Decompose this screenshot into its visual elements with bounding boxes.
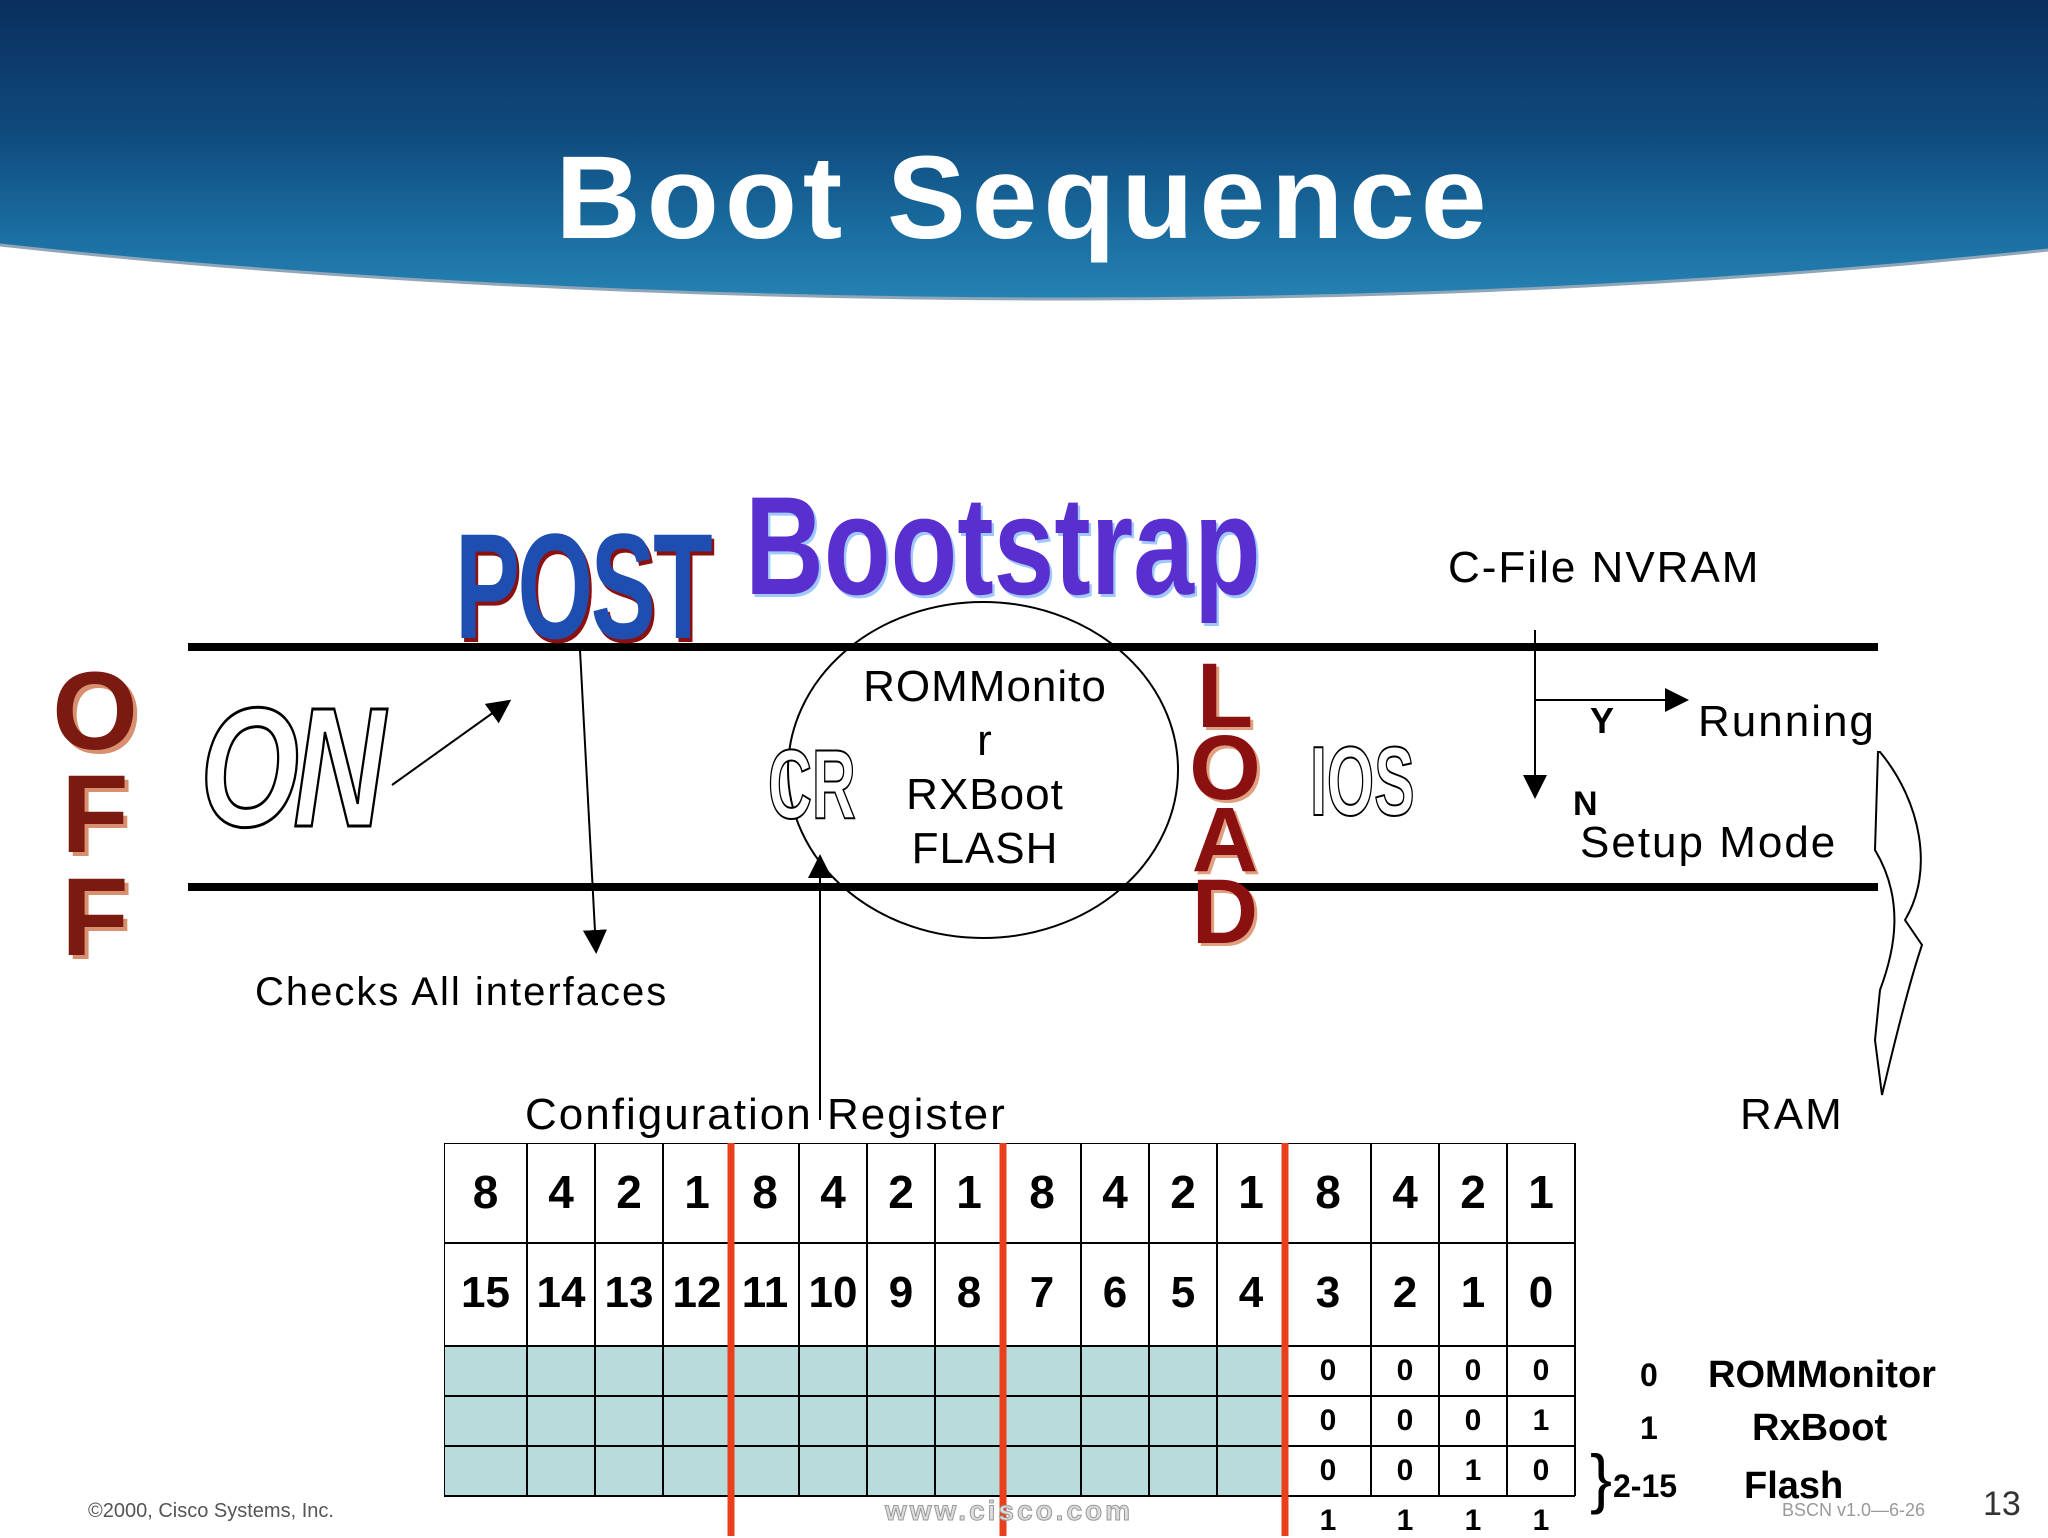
bit-number: 13 <box>604 1268 654 1317</box>
ram-label: RAM <box>1740 1090 1844 1139</box>
setup-mode-label: Setup Mode <box>1580 818 1838 867</box>
bit-weight: 1 <box>1238 1166 1264 1218</box>
bit-number: 11 <box>741 1268 789 1317</box>
bit-weight: 8 <box>752 1166 778 1218</box>
boot-field-bit: 0 <box>1396 1454 1414 1487</box>
footer-url: www.cisco.com <box>884 1495 1134 1527</box>
circle-line-4: FLASH <box>911 824 1059 873</box>
checks-interfaces-label: Checks All interfaces <box>255 970 669 1014</box>
legend-name: Flash <box>1744 1465 1844 1507</box>
cr-label: CR <box>767 728 856 840</box>
bootstrap-label: Bootstrap <box>745 467 1261 624</box>
bit-number: 7 <box>1029 1268 1055 1317</box>
bit-weight: 2 <box>888 1166 914 1218</box>
bit-number: 12 <box>672 1268 722 1317</box>
circle-line-1: ROMMonito <box>863 662 1107 711</box>
load-text: LOAD <box>1174 645 1276 933</box>
boot-field-bit: 1 <box>1532 1504 1550 1537</box>
bit-weight: 1 <box>956 1166 982 1218</box>
off-text: OFF <box>33 650 157 959</box>
bit-weight: 4 <box>820 1166 846 1218</box>
banner-curve <box>0 243 2048 380</box>
boot-field-bit: 1 <box>1319 1504 1337 1537</box>
bit-number: 6 <box>1102 1268 1128 1317</box>
boot-field-bit: 1 <box>1464 1504 1482 1537</box>
yes-label: Y <box>1590 700 1615 741</box>
bit-weight: 8 <box>1315 1166 1341 1218</box>
bit-number: 9 <box>888 1268 914 1317</box>
bit-weight: 4 <box>1102 1166 1128 1218</box>
ios-label: IOS <box>1309 725 1415 837</box>
page-number: 13 <box>1983 1485 2021 1523</box>
register-grid <box>444 1143 1576 1536</box>
shaded-row <box>444 1446 1285 1496</box>
bit-weight: 8 <box>1029 1166 1055 1218</box>
boot-field-bit: 0 <box>1319 1404 1337 1437</box>
bit-weight: 2 <box>616 1166 642 1218</box>
boot-options-circle: ROMMonito r RXBoot FLASH <box>790 660 1180 876</box>
bit-number: 2 <box>1392 1268 1418 1317</box>
bit-number: 15 <box>461 1268 510 1317</box>
boot-field-bit: 0 <box>1319 1454 1337 1487</box>
course-code: BSCN v1.0—6-26 <box>1782 1500 1926 1520</box>
slide-title: Boot Sequence <box>555 132 1493 264</box>
boot-field-bit: 0 <box>1396 1354 1414 1387</box>
legend-value: 0 <box>1640 1357 1658 1393</box>
cfile-nvram-label: C-File NVRAM <box>1448 543 1761 592</box>
legend-value: 2-15 <box>1613 1468 1678 1504</box>
shaded-row <box>444 1396 1285 1446</box>
bit-number: 1 <box>1460 1268 1486 1317</box>
bit-number: 5 <box>1170 1268 1196 1317</box>
boot-field-bit: 1 <box>1464 1454 1482 1487</box>
bit-weight: 2 <box>1170 1166 1196 1218</box>
boot-field-bit: 1 <box>1396 1504 1414 1537</box>
running-label: Running <box>1698 697 1876 746</box>
bit-number: 0 <box>1528 1268 1554 1317</box>
bit-number: 14 <box>536 1268 586 1317</box>
bit-weight: 1 <box>684 1166 710 1218</box>
boot-field-bit: 1 <box>1532 1404 1550 1437</box>
circle-line-2: r <box>977 716 993 765</box>
legend-brace: } <box>1590 1441 1613 1515</box>
boot-field-bit: 0 <box>1464 1404 1482 1437</box>
boot-field-bit: 0 <box>1532 1454 1550 1487</box>
post-label: POST <box>455 502 713 670</box>
circle-line-3: RXBoot <box>906 770 1064 819</box>
off-label: OFF <box>20 650 170 964</box>
legend-value: 1 <box>1640 1410 1658 1446</box>
boot-field-bit: 0 <box>1319 1354 1337 1387</box>
bit-number: 3 <box>1315 1268 1341 1317</box>
legend-name: ROMMonitor <box>1708 1354 1936 1396</box>
config-register-label: Configuration Register <box>525 1090 1007 1139</box>
boot-field-bit: 0 <box>1464 1354 1482 1387</box>
boot-field-bit: 0 <box>1532 1354 1550 1387</box>
shaded-row <box>444 1346 1285 1396</box>
bit-number: 8 <box>956 1268 982 1317</box>
copyright: ©2000, Cisco Systems, Inc. <box>88 1500 334 1522</box>
boot-field-bit: 0 <box>1396 1404 1414 1437</box>
no-label: N <box>1573 785 1598 823</box>
on-label: ON <box>199 672 387 865</box>
bit-weight: 1 <box>1528 1166 1554 1218</box>
bit-number: 4 <box>1238 1268 1264 1317</box>
bit-weight: 4 <box>1392 1166 1418 1218</box>
load-label: LOAD <box>1174 645 1276 933</box>
bit-weight: 4 <box>548 1166 574 1218</box>
bit-weight: 2 <box>1460 1166 1486 1218</box>
bit-weight: 8 <box>472 1166 499 1218</box>
bit-number: 10 <box>808 1268 858 1317</box>
legend-name: RxBoot <box>1752 1407 1888 1449</box>
